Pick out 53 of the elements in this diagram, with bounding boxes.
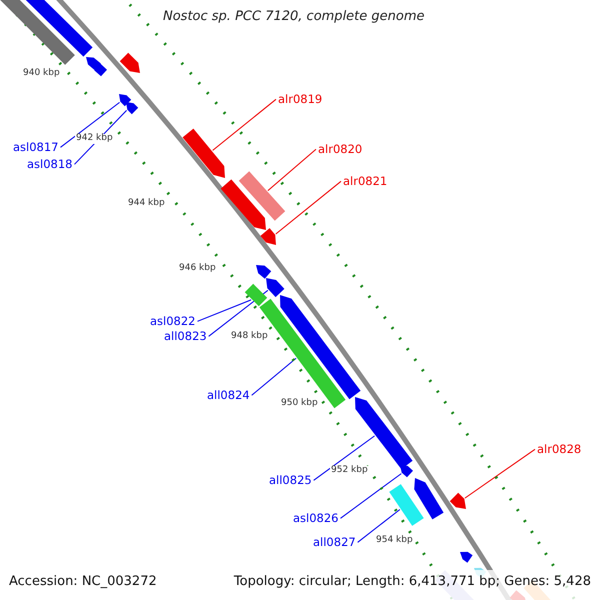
leader-line [60, 102, 120, 148]
scale-label: 948 kbp [230, 332, 269, 342]
gene-feature [25, 0, 93, 57]
gene-feature [0, 0, 75, 65]
gene-feature [389, 484, 424, 526]
gene-label: asl0826 [293, 512, 339, 525]
leader-line [464, 448, 536, 499]
gene-label: all0825 [269, 474, 312, 487]
scale-label: 946 kbp [178, 264, 217, 274]
gene-label: all0824 [207, 389, 250, 402]
leader-line [357, 509, 400, 543]
leader-line [340, 473, 402, 519]
scale-label: 944 kbp [127, 199, 166, 209]
gene-label: asl0822 [150, 315, 196, 328]
scale-label: 952 kbp [330, 466, 369, 476]
gene-feature [182, 128, 225, 178]
gene-feature [93, 63, 107, 76]
gene-feature [266, 278, 284, 298]
gene-label: alr0821 [343, 175, 388, 188]
gene-feature [120, 52, 140, 73]
leader-line [212, 98, 276, 151]
gene-feature [414, 478, 444, 520]
gene-feature [460, 552, 473, 563]
gene-feature [256, 265, 272, 279]
leader-line [197, 299, 252, 322]
footer-text: Topology: circular; Length: 6,413,771 bp; Genes: 5,428 [234, 575, 591, 590]
gene-feature [119, 94, 132, 106]
scale-label: 954 kbp [375, 536, 414, 546]
gene-feature [238, 171, 286, 221]
leader-line [267, 148, 316, 192]
gene-feature [450, 492, 466, 509]
gene-feature [260, 228, 276, 245]
gene-feature [220, 179, 266, 230]
scale-label: 940 kbp [22, 69, 61, 79]
gene-feature [126, 102, 138, 114]
scale-label: 950 kbp [280, 399, 319, 409]
gene-label: all0823 [164, 330, 207, 343]
gene-label: asl0818 [27, 158, 73, 171]
gene-label: asl0817 [13, 141, 59, 154]
leader-line [208, 290, 268, 337]
leader-line [251, 358, 297, 396]
gene-feature [280, 295, 361, 400]
gene-feature [244, 284, 268, 306]
leader-line [313, 435, 376, 481]
gene-label: alr0820 [318, 143, 362, 156]
footer-text: Accession: NC_003272 [9, 575, 157, 590]
gene-label: all0827 [313, 536, 356, 549]
gene-label: alr0819 [278, 93, 322, 106]
scale-label: 942 kbp [75, 134, 114, 144]
gene-feature [400, 465, 413, 478]
title: Nostoc sp. PCC 7120, complete genome [163, 10, 425, 24]
leader-line [275, 180, 342, 234]
gene-label: alr0828 [537, 443, 582, 456]
